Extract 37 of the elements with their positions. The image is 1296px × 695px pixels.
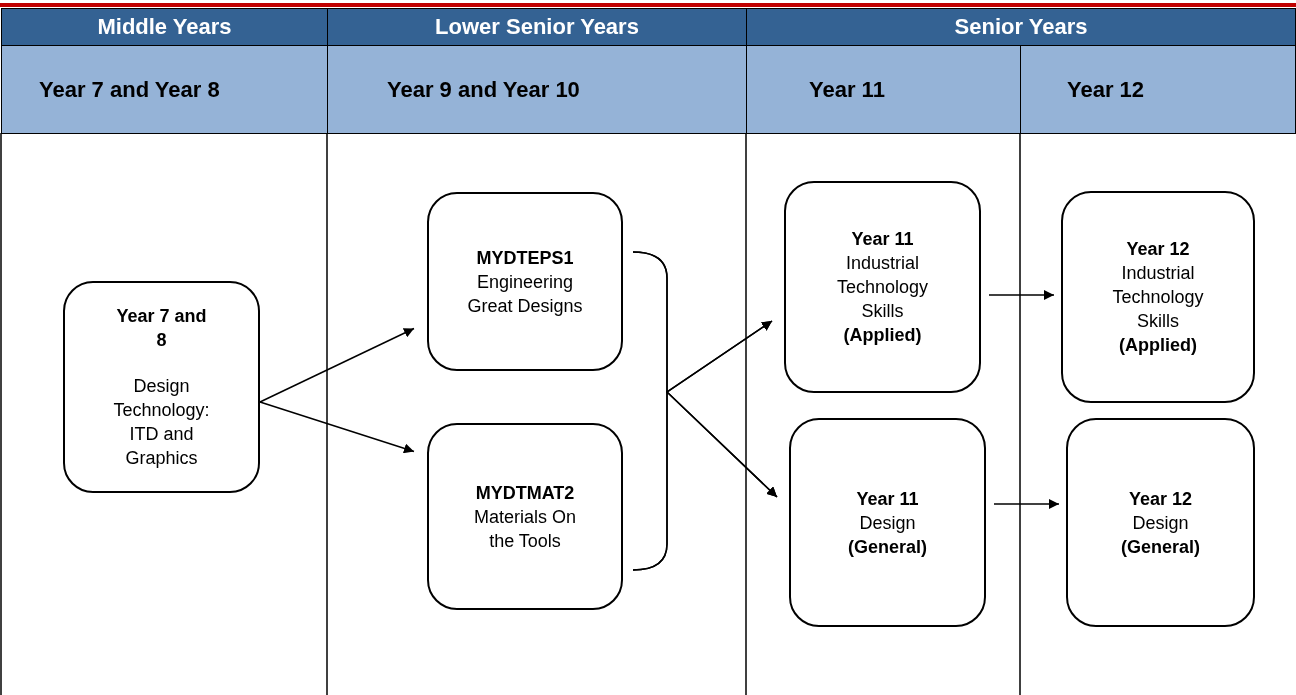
course-name: Design xyxy=(1132,511,1189,535)
stage-header: Lower Senior Years xyxy=(327,8,747,46)
arrow xyxy=(988,290,1055,300)
box-heading: Year 12 xyxy=(1126,238,1190,261)
course-box xyxy=(1066,418,1255,627)
arrow xyxy=(259,401,415,454)
course-box xyxy=(1061,191,1255,403)
course-name: Design Technology: ITD and Graphics xyxy=(113,375,210,470)
year-header: Year 12 xyxy=(1020,45,1296,134)
stage-header: Senior Years xyxy=(746,8,1296,46)
year-header: Year 7 and Year 8 xyxy=(1,45,328,134)
box-heading: Year 11 xyxy=(856,487,919,511)
course-box xyxy=(784,181,981,393)
arrow xyxy=(632,391,778,571)
box-heading: Year 7 and 8 xyxy=(115,305,208,352)
course-box xyxy=(63,281,260,493)
year-header: Year 9 and Year 10 xyxy=(327,45,747,134)
course-box xyxy=(789,418,986,627)
box-heading: Year 12 xyxy=(1128,487,1193,511)
stage-header: Middle Years xyxy=(1,8,328,46)
box-heading: Year 11 xyxy=(851,228,914,251)
course-name: Design xyxy=(859,511,916,535)
level-note: (General) xyxy=(1121,535,1200,559)
box-heading: MYDTMAT2 xyxy=(475,481,575,505)
course-name: Industrial Technology Skills xyxy=(1111,262,1205,333)
level-note: (General) xyxy=(848,535,927,559)
course-name: Industrial Technology Skills xyxy=(835,252,930,323)
course-name: Materials On the Tools xyxy=(472,505,577,553)
arrow xyxy=(259,327,415,403)
course-box xyxy=(427,192,623,371)
arrow xyxy=(993,499,1060,509)
level-note: (Applied) xyxy=(1119,334,1197,357)
course-name: Engineering Great Designs xyxy=(466,270,584,318)
box-heading: MYDTEPS1 xyxy=(476,246,574,270)
year-header: Year 11 xyxy=(746,45,1021,134)
course-box xyxy=(427,423,623,610)
level-note: (Applied) xyxy=(843,324,922,347)
